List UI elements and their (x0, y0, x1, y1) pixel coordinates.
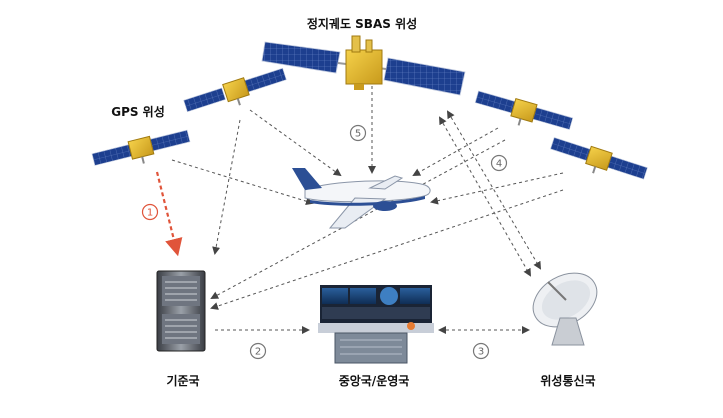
step-5-badge: 5 (349, 124, 367, 142)
arrow-gps2-to-aircraft (249, 109, 342, 177)
arrow-gps1-to-reference (155, 171, 183, 257)
reference-station-server-icon (156, 270, 206, 352)
arrow-gps3-to-aircraft (412, 127, 499, 176)
master-station-control-room-icon (318, 285, 434, 364)
signal-arrows (171, 86, 564, 334)
gps-satellite-label: GPS 위성 (111, 105, 165, 119)
gps-satellite-left-icon (91, 129, 191, 166)
reference-station-label: 기준국 (166, 373, 199, 388)
gps-satellite-right-icon (550, 137, 648, 180)
uplink-station-dish-icon (532, 272, 598, 346)
arrow-gps1-to-aircraft (171, 159, 314, 206)
step-3-label: 3 (478, 347, 484, 358)
master-station-label: 중앙국/운영국 (339, 373, 410, 388)
step-2-label: 2 (255, 347, 261, 358)
step-1-badge: 1 (141, 203, 159, 221)
step-4-label: 4 (496, 159, 502, 170)
step-1-label: 1 (147, 208, 153, 219)
arrow-geo-uplink-1 (446, 110, 542, 270)
gps-satellite-top-right-icon (474, 90, 574, 130)
aircraft-icon (292, 168, 431, 229)
arrow-gps2-to-reference (212, 119, 241, 255)
gps-satellite-top-left-icon (183, 67, 287, 113)
uplink-station-label: 위성통신국 (540, 373, 595, 388)
geo-satellite-label: 정지궤도 SBAS 위성 (307, 16, 417, 31)
step-2-badge: 2 (249, 342, 267, 360)
step-4-badge: 4 (490, 154, 508, 172)
geo-sbas-satellite-icon (261, 35, 466, 96)
arrow-geo-uplink-2 (439, 116, 531, 277)
step-5-label: 5 (355, 129, 361, 140)
arrow-gps3-to-reference (210, 139, 506, 299)
step-3-badge: 3 (472, 342, 490, 360)
arrow-gps4-to-aircraft (430, 172, 564, 205)
